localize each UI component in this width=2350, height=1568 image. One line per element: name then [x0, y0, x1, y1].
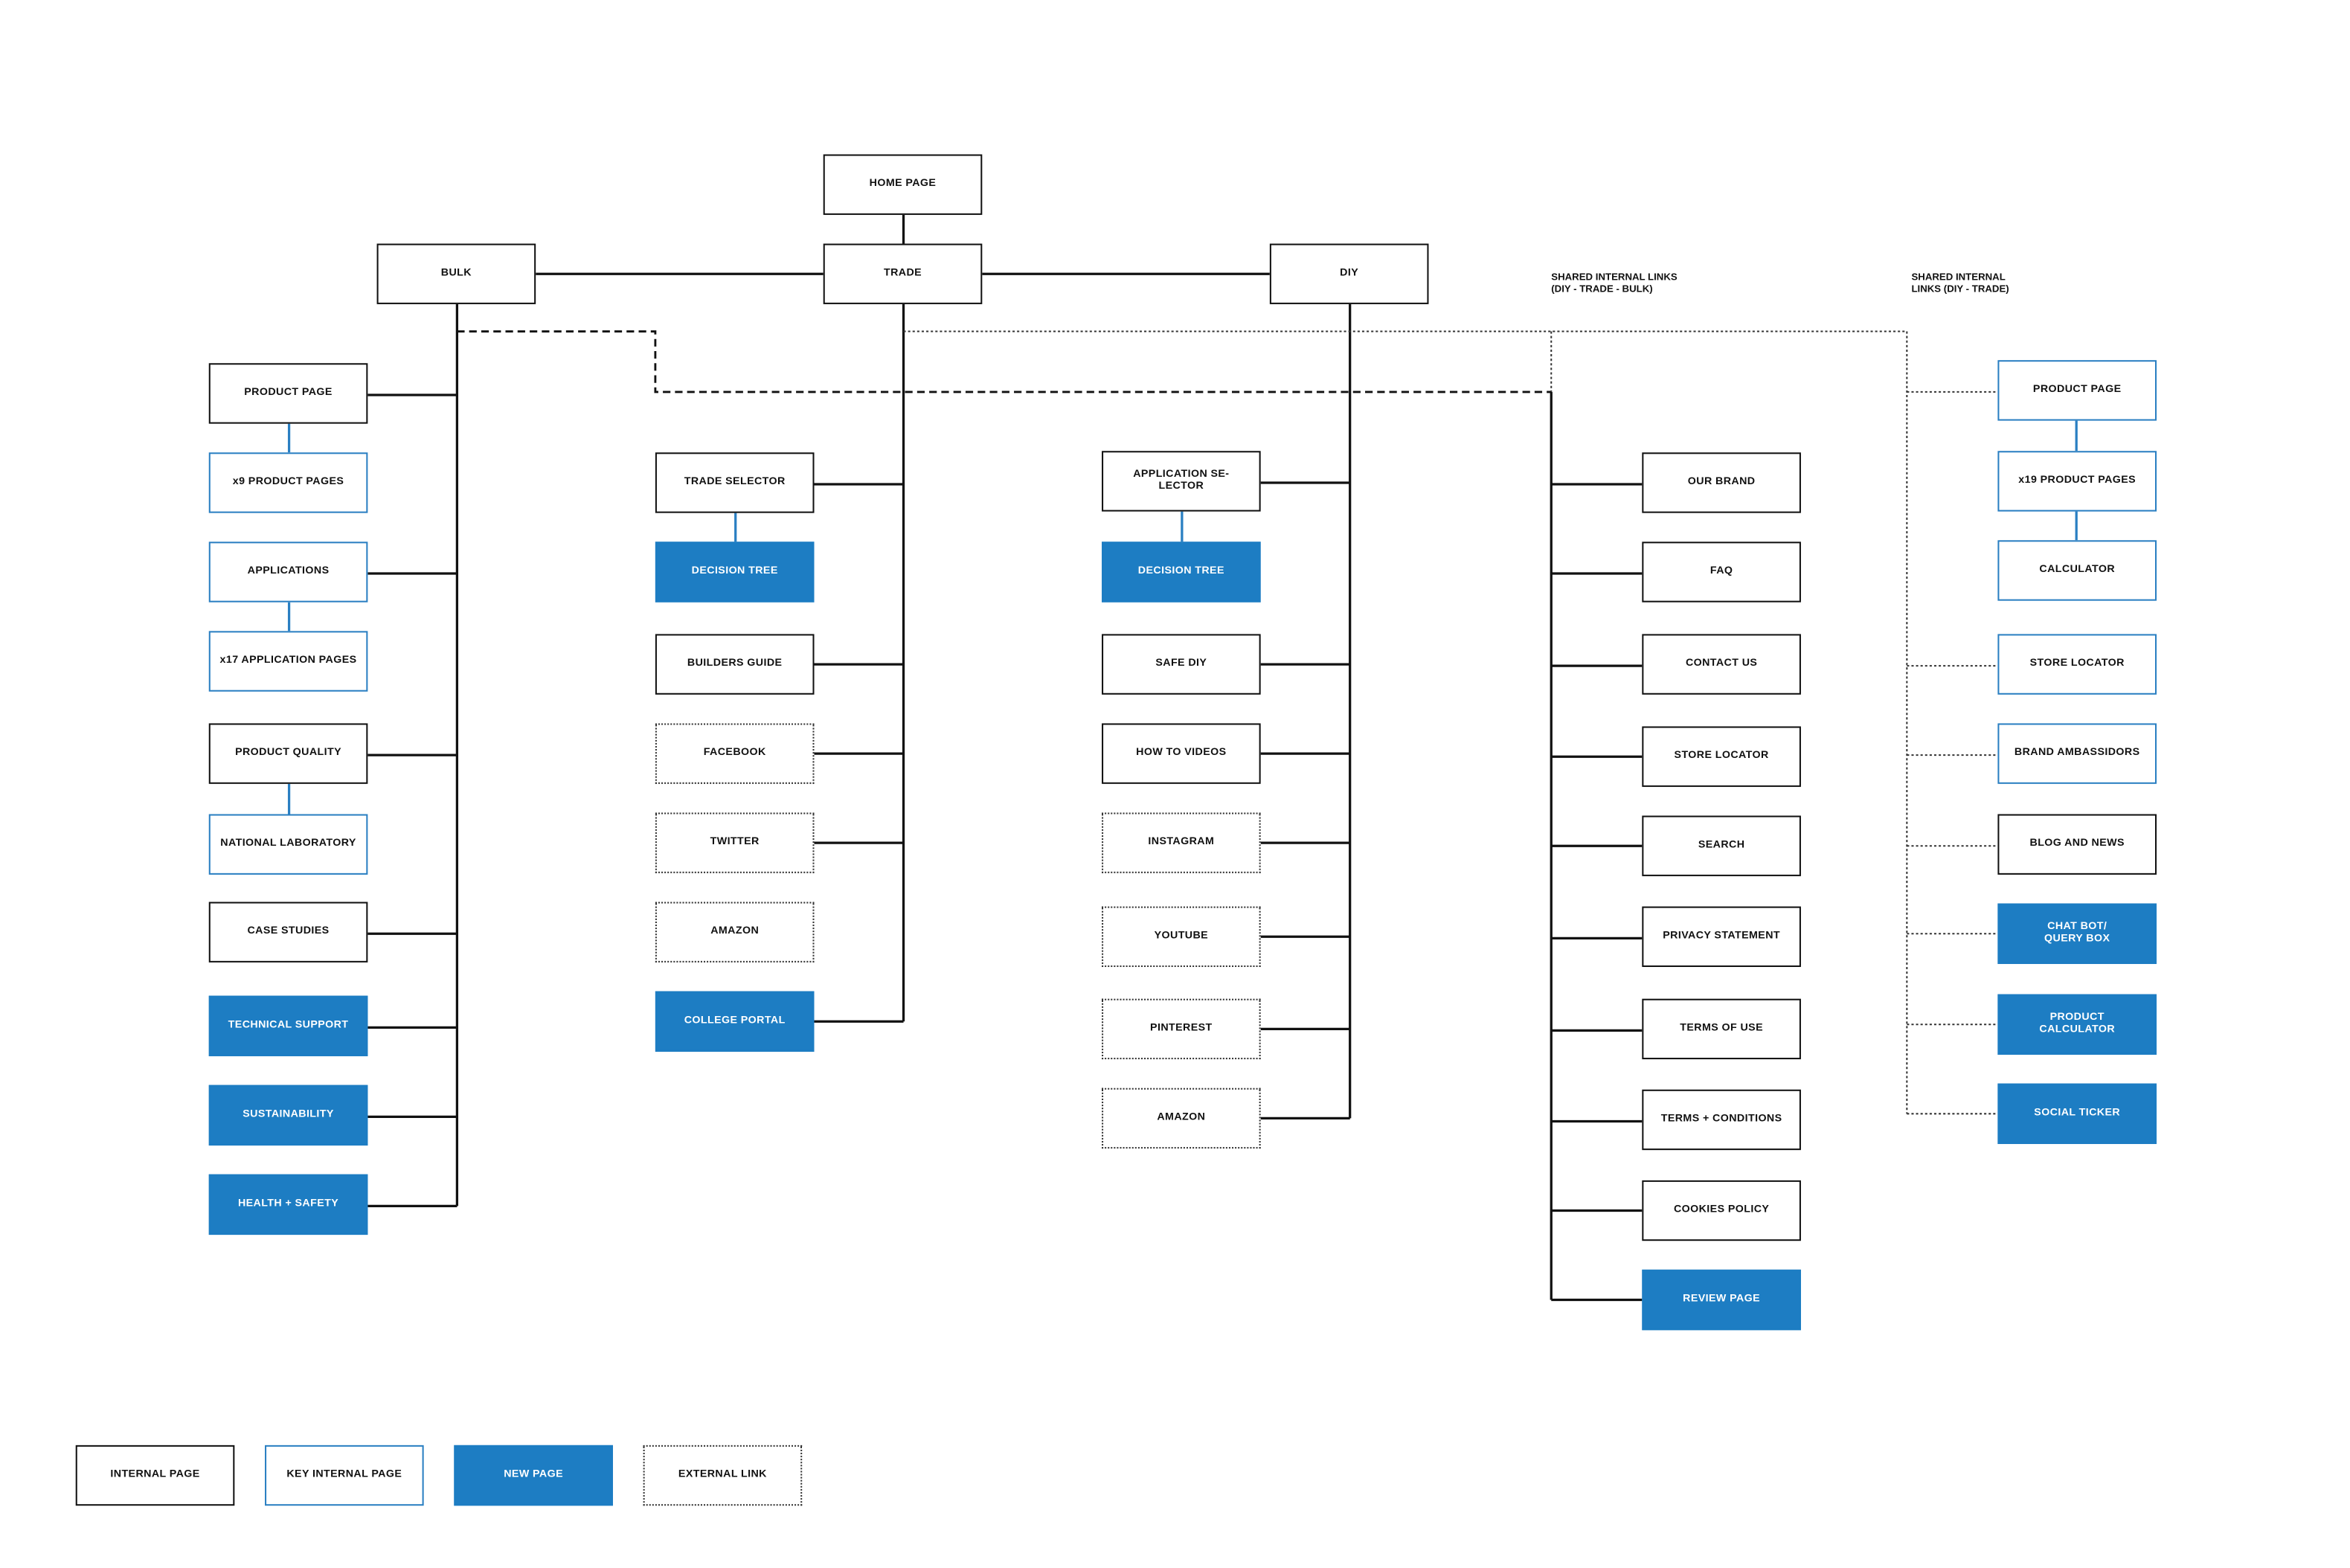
- node-bulk-applications: APPLICATIONS: [208, 542, 368, 603]
- node-trade-decision-tree: DECISION TREE: [655, 542, 815, 603]
- node-dt-product-page: PRODUCT PAGE: [1997, 360, 2157, 421]
- node-shared-review-page: REVIEW PAGE: [1642, 1269, 1801, 1331]
- node-diy-amazon: AMAZON: [1102, 1087, 1261, 1149]
- node-shared-our-brand: OUR BRAND: [1642, 452, 1801, 513]
- node-shared-contact-us: CONTACT US: [1642, 634, 1801, 695]
- node-diy-how-to-videos: HOW TO VIDEOS: [1102, 723, 1261, 784]
- node-bulk-product-quality: PRODUCT QUALITY: [208, 723, 368, 784]
- node-bulk-health-safety: HEALTH + SAFETY: [208, 1174, 368, 1236]
- legend-internal-page: INTERNAL PAGE: [75, 1445, 235, 1506]
- node-bulk: BULK: [376, 243, 536, 304]
- node-dt-social-ticker: SOCIAL TICKER: [1997, 1083, 2157, 1145]
- node-shared-privacy-statement: PRIVACY STATEMENT: [1642, 906, 1801, 967]
- node-dt-calculator: CALCULATOR: [1997, 540, 2157, 601]
- node-shared-search: SEARCH: [1642, 815, 1801, 876]
- node-trade: TRADE: [823, 243, 983, 304]
- node-bulk-x9-product-pages: x9 PRODUCT PAGES: [208, 452, 368, 513]
- node-shared-store-locator: STORE LOCATOR: [1642, 726, 1801, 787]
- node-diy-decision-tree: DECISION TREE: [1102, 542, 1261, 603]
- node-trade-builders-guide: BUILDERS GUIDE: [655, 634, 815, 695]
- node-diy-safe-diy: SAFE DIY: [1102, 634, 1261, 695]
- legend-external-link: EXTERNAL LINK: [643, 1445, 803, 1506]
- node-trade-trade-selector: TRADE SELECTOR: [655, 452, 815, 513]
- node-home-page: HOME PAGE: [823, 154, 983, 215]
- node-bulk-national-laboratory: NATIONAL LABORATORY: [208, 814, 368, 875]
- node-trade-facebook: FACEBOOK: [655, 723, 815, 784]
- node-shared-terms-conditions: TERMS + CONDITIONS: [1642, 1089, 1801, 1151]
- node-shared-faq: FAQ: [1642, 542, 1801, 603]
- node-diy: DIY: [1269, 243, 1429, 304]
- node-dt-store-locator: STORE LOCATOR: [1997, 634, 2157, 695]
- node-diy-application-selector: APPLICATION SE- LECTOR: [1102, 451, 1261, 512]
- node-bulk-technical-support: TECHNICAL SUPPORT: [208, 995, 368, 1057]
- node-shared-cookies-policy: COOKIES POLICY: [1642, 1180, 1801, 1241]
- node-dt-brand-ambassidors: BRAND AMBASSIDORS: [1997, 723, 2157, 784]
- legend-new-page: NEW PAGE: [454, 1445, 613, 1506]
- node-dt-x19-product-pages: x19 PRODUCT PAGES: [1997, 451, 2157, 512]
- label-shared-diy-trade: SHARED INTERNAL LINKS (DIY - TRADE): [1911, 272, 2009, 295]
- label-shared-all: SHARED INTERNAL LINKS (DIY - TRADE - BUL…: [1551, 272, 1678, 295]
- node-trade-twitter: TWITTER: [655, 812, 815, 873]
- node-bulk-x17-application-pages: x17 APPLICATION PAGES: [208, 631, 368, 692]
- node-bulk-sustainability: SUSTAINABILITY: [208, 1085, 368, 1146]
- node-diy-pinterest: PINTEREST: [1102, 998, 1261, 1060]
- node-bulk-case-studies: CASE STUDIES: [208, 902, 368, 963]
- node-trade-amazon: AMAZON: [655, 902, 815, 963]
- node-diy-instagram: INSTAGRAM: [1102, 812, 1261, 873]
- node-shared-terms-of-use: TERMS OF USE: [1642, 998, 1801, 1060]
- legend-key-internal-page: KEY INTERNAL PAGE: [265, 1445, 424, 1506]
- node-dt-chat-bot: CHAT BOT/ QUERY BOX: [1997, 903, 2157, 964]
- node-trade-college-portal: COLLEGE PORTAL: [655, 991, 815, 1052]
- node-dt-blog-and-news: BLOG AND NEWS: [1997, 814, 2157, 875]
- node-dt-product-calculator: PRODUCT CALCULATOR: [1997, 994, 2157, 1055]
- node-diy-youtube: YOUTUBE: [1102, 906, 1261, 967]
- node-bulk-product-page: PRODUCT PAGE: [208, 363, 368, 424]
